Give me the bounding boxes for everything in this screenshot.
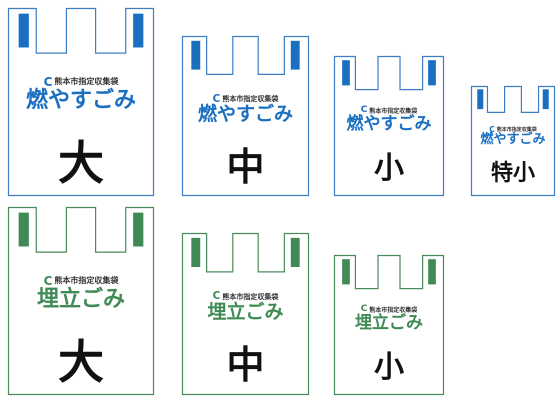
city-label: 熊本市指定収集袋 [222, 94, 279, 103]
handle-stripe-left [477, 89, 484, 110]
waste-type-label: 埋立ごみ [36, 286, 125, 312]
bag-size-label: 大 [58, 334, 104, 389]
handle-stripe-left [191, 40, 201, 70]
city-label: 熊本市指定収集袋 [54, 77, 119, 87]
bag-outline [7, 7, 155, 197]
bag-outline [181, 232, 310, 396]
bag-outline-path [333, 55, 445, 197]
city-logo-icon: C [212, 290, 221, 303]
bag-size-label: 中 [226, 145, 265, 189]
waste-type-label: 燃やすごみ [25, 87, 136, 113]
bag-size-label: 大 [58, 135, 104, 190]
handle-stripe-left [191, 237, 201, 268]
handle-stripe-left [342, 259, 350, 285]
bag-outline [470, 85, 556, 197]
handle-stripe-right [542, 89, 549, 110]
city-label: 熊本市指定収集袋 [369, 108, 418, 116]
waste-type-label: 埋立ごみ [207, 300, 284, 323]
waste-type-label: 燃やすごみ [197, 103, 293, 126]
city-logo-icon: C [489, 124, 495, 134]
city-logo-icon: C [43, 74, 53, 89]
city-label: 熊本市指定収集袋 [54, 276, 119, 286]
city-logo-icon: C [360, 304, 368, 315]
waste-type-label: 燃やすごみ [480, 132, 546, 148]
handle-stripe-left [18, 13, 29, 48]
handle-stripe-right [290, 40, 300, 70]
bag-outline-path [181, 35, 310, 197]
waste-type-label: 燃やすごみ [346, 114, 432, 135]
bag-size-label: 中 [226, 343, 265, 388]
city-label: 熊本市指定収集袋 [222, 292, 279, 301]
city-logo-icon: C [212, 92, 221, 105]
city-logo-icon: C [360, 105, 368, 116]
bag-outline [7, 206, 155, 396]
handle-stripe-left [18, 212, 29, 247]
handle-stripe-right [428, 259, 436, 285]
bag-outline-path [7, 7, 155, 197]
bag-outline-path [470, 85, 556, 197]
bag-outline [333, 55, 445, 197]
city-label: 熊本市指定収集袋 [369, 307, 418, 315]
handle-stripe-right [428, 60, 436, 86]
bag-outline [181, 35, 310, 197]
bag-outline [333, 254, 445, 396]
bag-outline-path [7, 206, 155, 396]
bag-outline-path [333, 254, 445, 396]
handle-stripe-right [133, 13, 144, 48]
city-logo-icon: C [43, 273, 53, 288]
city-label: 熊本市指定収集袋 [496, 126, 537, 133]
bag-size-label: 特小 [490, 161, 535, 186]
waste-type-label: 埋立ごみ [355, 313, 423, 334]
handle-stripe-right [133, 212, 144, 247]
bag-size-label: 小 [374, 350, 404, 385]
bag-outline-path [181, 232, 310, 396]
handle-stripe-left [342, 60, 350, 86]
handle-stripe-right [290, 237, 300, 268]
bag-size-label: 小 [374, 151, 404, 186]
